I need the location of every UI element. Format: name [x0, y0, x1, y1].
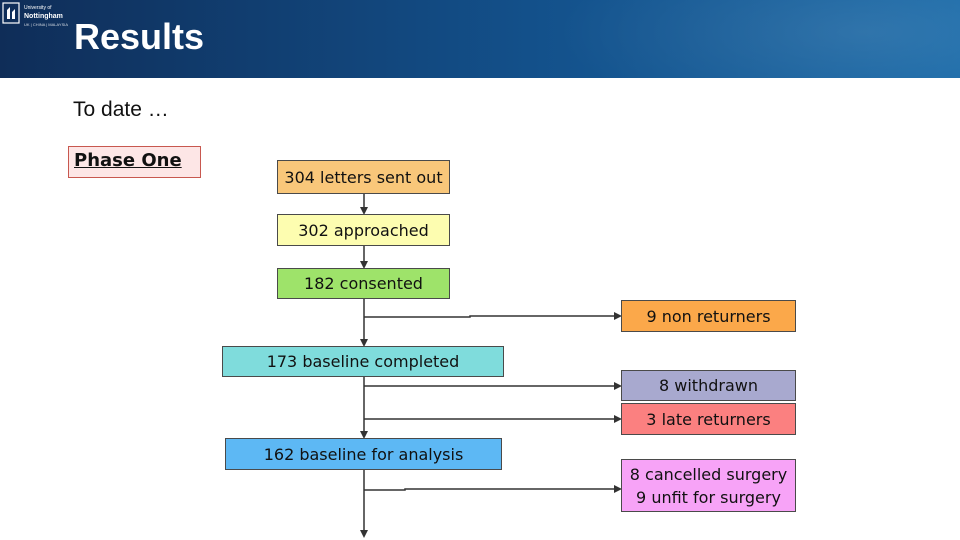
box-label: 9 non returners	[646, 306, 771, 326]
box-label-line-2: 9 unfit for surgery	[636, 487, 781, 507]
box-late-returners: 3 late returners	[621, 403, 796, 435]
connector-cancelled	[364, 485, 622, 493]
box-label: 8 withdrawn	[659, 376, 758, 395]
box-non-returners: 9 non returners	[621, 300, 796, 332]
box-label: 304 letters sent out	[284, 167, 443, 187]
header-banner: University of Nottingham UK | CHINA | MA…	[0, 0, 960, 78]
box-baseline-completed: 173 baseline completed	[222, 346, 504, 377]
box-label: 162 baseline for analysis	[263, 444, 464, 464]
box-withdrawn: 8 withdrawn	[621, 370, 796, 401]
box-label: 173 baseline completed	[266, 352, 460, 371]
phase-label: Phase One	[68, 146, 201, 178]
box-label: 302 approached	[298, 220, 429, 240]
box-consented: 182 consented	[277, 268, 450, 299]
logo-line-3: UK | CHINA | MALAYSIA	[24, 22, 69, 27]
university-logo: University of Nottingham UK | CHINA | MA…	[2, 2, 68, 28]
crest-icon	[2, 2, 20, 24]
box-approached: 302 approached	[277, 214, 450, 246]
connector-non-returners	[364, 312, 622, 320]
page-title: Results	[74, 16, 205, 57]
box-label: 182 consented	[304, 274, 423, 293]
subtitle: To date …	[73, 98, 169, 121]
logo-line-2: Nottingham	[24, 13, 63, 20]
box-baseline-for-analysis: 162 baseline for analysis	[225, 438, 502, 470]
logo-text: University of Nottingham UK | CHINA | MA…	[24, 5, 68, 28]
box-label-line-1: 8 cancelled surgery	[629, 464, 788, 484]
logo-line-1: University of	[24, 5, 52, 11]
box-cancelled-unfit: 8 cancelled surgery 9 unfit for surgery	[621, 459, 796, 512]
box-label: 3 late returners	[646, 409, 771, 429]
box-letters-sent-out: 304 letters sent out	[277, 160, 450, 194]
